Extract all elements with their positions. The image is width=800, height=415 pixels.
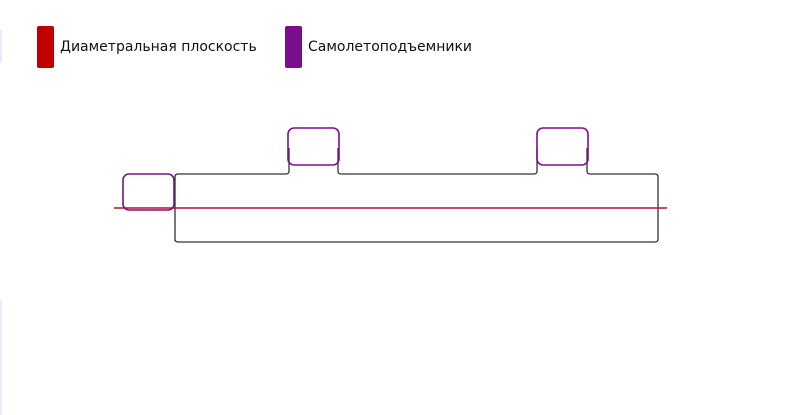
legend-label-centerline: Диаметральная плоскость — [60, 39, 257, 55]
left-edge-marker — [0, 300, 2, 415]
aircraft-elevator-left — [122, 173, 175, 211]
legend-item-elevators: Самолетоподъемники — [285, 26, 472, 68]
left-edge-marker — [0, 30, 2, 62]
aircraft-elevator-right — [536, 127, 589, 166]
centerline-swatch-icon — [37, 26, 54, 68]
legend-item-centerline: Диаметральная плоскость — [37, 26, 257, 68]
elevator-swatch-icon — [285, 26, 302, 68]
aircraft-elevator-center — [287, 127, 340, 166]
legend-label-elevators: Самолетоподъемники — [308, 39, 473, 55]
hull-outline — [174, 148, 659, 243]
